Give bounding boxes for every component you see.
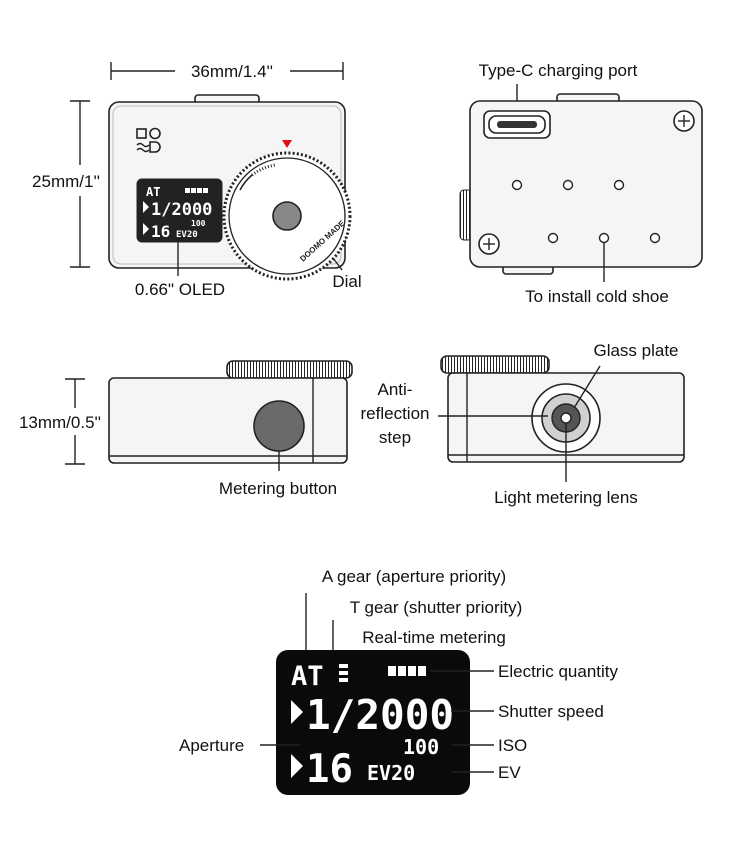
dial-indicator-triangle [282,140,292,148]
oled-ev: EV20 [367,761,415,785]
side-dial-edge[interactable] [226,360,353,379]
side-view: 13mm/0.5'' Metering button [19,360,353,498]
mini-oled-ev: EV20 [176,230,198,240]
shoe-label: To install cold shoe [525,287,669,306]
back-view: Type-C charging port [459,61,703,306]
realtime-label: Real-time metering [362,628,506,647]
metering-button[interactable] [253,400,305,452]
mini-oled-shutter: 1/2000 [151,200,212,220]
back-body [469,100,703,268]
dial-scale [251,163,276,177]
brand-logo [136,127,161,153]
oled-realtime-bars [339,664,348,682]
lens-label: Light metering lens [494,488,638,507]
port-label: Type-C charging port [479,61,638,80]
dial-label: Dial [332,272,361,291]
a-gear-label: A gear (aperture priority) [322,567,506,586]
oled-shutter: 1/2000 [306,691,454,739]
front-view: 36mm/1.4'' 25mm/1'' AT 1/2000 100 [32,62,362,299]
end-dial-edge [440,355,550,374]
mini-oled-iso: 100 [191,219,206,228]
iso-label: ISO [498,736,527,755]
glass-label: Glass plate [593,341,678,360]
aperture-label: Aperture [179,736,244,755]
screw-bottom-left-icon [478,233,500,255]
oled-label: 0.66" OLED [135,280,225,299]
ev-label: EV [498,763,521,782]
step-label-3: step [379,428,411,447]
shutter-label: Shutter speed [498,702,604,721]
oled-cursor-1 [291,700,303,724]
dial-leader [332,257,343,271]
t-gear-label: T gear (shutter priority) [350,598,523,617]
mini-oled-cursor [143,201,149,213]
mini-oled-battery [185,188,208,193]
oled-cursor-2 [291,754,303,778]
mini-oled-cursor-2 [143,223,149,235]
oled-iso: 100 [403,735,439,759]
oled-diagram: A gear (aperture priority) T gear (shutt… [179,567,618,795]
mini-oled-mode: AT [146,185,160,199]
side-body [108,377,348,464]
screw-top-right-icon [673,110,695,132]
oled-aperture: 16 [306,747,353,792]
oled-battery-icon [388,666,426,676]
button-label: Metering button [219,479,337,498]
metering-lens [560,412,572,424]
depth-label: 13mm/0.5'' [19,413,101,432]
dial-center-button[interactable] [272,201,302,231]
step-label-1: Anti- [378,380,413,399]
battery-label: Electric quantity [498,662,618,681]
dial-scale-arc [239,174,253,191]
usb-c-tongue [497,121,537,128]
end-view: Glass plate Anti- reflection step Light … [361,341,685,507]
width-label: 36mm/1.4'' [191,62,273,81]
step-label-2: reflection [361,404,430,423]
height-label: 25mm/1'' [32,172,100,191]
mini-oled-aperture: 16 [151,222,170,241]
glass-leader [573,365,601,409]
oled-screen [276,650,470,795]
shoe-holes [511,179,661,244]
oled-mode: AT [291,661,324,692]
mini-oled [136,178,223,243]
